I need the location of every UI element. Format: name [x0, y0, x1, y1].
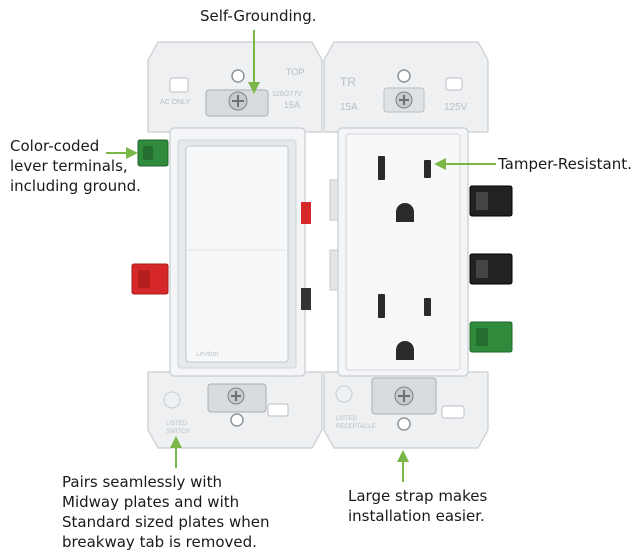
outlet-ground-hole-top: [396, 203, 414, 222]
midway-plates-line-2: Midway plates and with: [62, 493, 240, 511]
switch-listed-label-2: SWITCH: [166, 429, 190, 435]
switch-ac-only-label: AC ONLY: [160, 99, 191, 106]
ul-logo-icon: [335, 385, 353, 403]
lever-terminals-line-3: including ground.: [10, 177, 141, 195]
large-strap-line-1: Large strap makes: [348, 487, 488, 505]
red-lever-terminal-right: [301, 202, 311, 224]
switch-rocker: [185, 145, 289, 363]
switch-strap-top: [147, 41, 323, 133]
self-grounding-callout: Self-Grounding.: [200, 7, 317, 25]
midway-plates-line-3: Standard sized plates when: [62, 513, 270, 531]
midway-plates-line-4: breakway tab is removed.: [62, 533, 257, 551]
outlet-slot-hot-bottom: [424, 298, 431, 316]
outlet-slot-neutral-top: [378, 156, 385, 180]
tamper-resistant-receptacle: TR 15A 125V LISTED RECEPTACLE: [323, 41, 513, 449]
receptacle-amps-label: 15A: [340, 102, 358, 113]
midway-plates-line-1: Pairs seamlessly with: [62, 473, 222, 491]
black-lever-terminal-right: [301, 288, 311, 310]
midway-plates-callout: Pairs seamlessly with Midway plates and …: [62, 472, 269, 552]
outlet-ground-hole-bottom: [396, 341, 414, 360]
lever-terminals-callout: Color-coded lever terminals, including g…: [10, 136, 141, 196]
switch-amps-label: 15A: [284, 100, 300, 110]
switch-top-label: TOP: [286, 67, 304, 77]
receptacle-listed-label: LISTED: [336, 416, 358, 422]
decora-switch: TOP AC ONLY 120/277V 15A Leviton LISTED …: [131, 41, 323, 449]
outlet-slot-hot-top: [424, 160, 431, 178]
receptacle-strap-top: [323, 41, 489, 133]
receptacle-volts-label: 125V: [444, 102, 468, 113]
outlet-slot-neutral-bottom: [378, 294, 385, 318]
receptacle-tr-label: TR: [340, 75, 356, 89]
lever-terminals-line-1: Color-coded: [10, 137, 100, 155]
ul-logo-icon: [163, 391, 181, 409]
switch-brand-label: Leviton: [196, 351, 219, 358]
tamper-resistant-callout: Tamper-Resistant.: [498, 155, 632, 173]
large-strap-line-2: installation easier.: [348, 507, 485, 525]
lever-terminals-line-2: lever terminals,: [10, 157, 128, 175]
receptacle-listed-label-2: RECEPTACLE: [336, 424, 376, 430]
switch-voltage-label: 120/277V: [272, 91, 302, 98]
large-strap-callout: Large strap makes installation easier.: [348, 486, 487, 526]
switch-listed-label: LISTED: [166, 421, 188, 427]
